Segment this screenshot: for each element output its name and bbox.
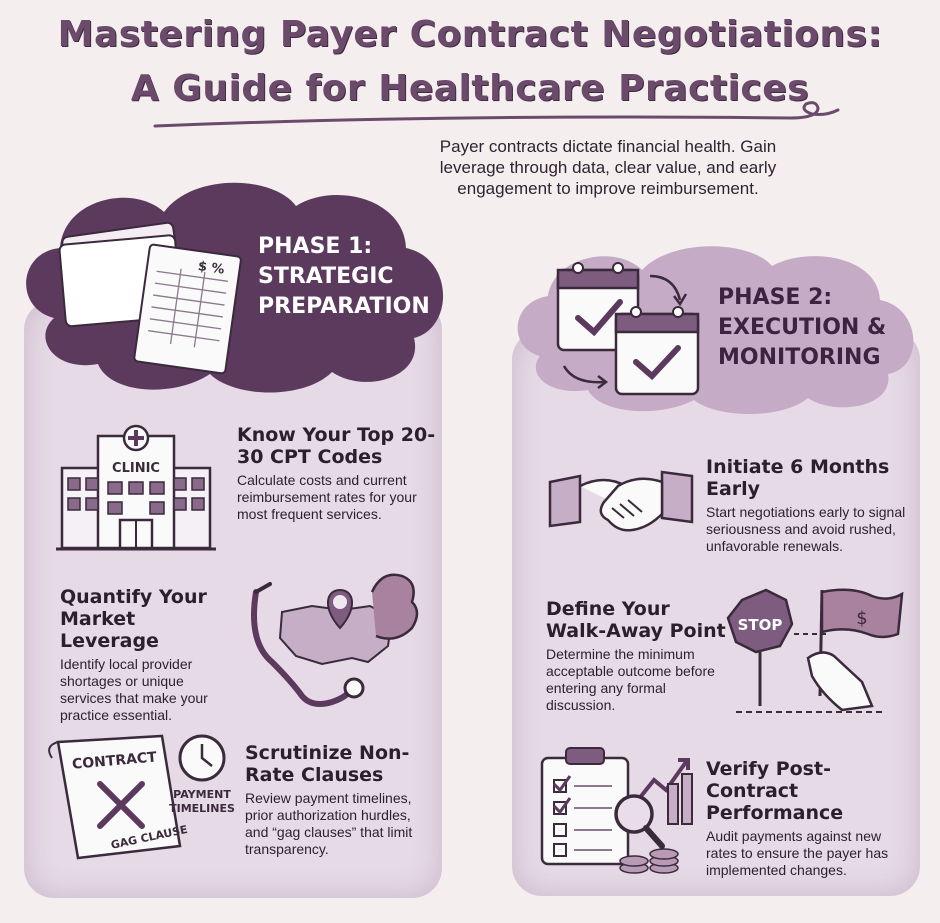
phase-2-label: PHASE 2: EXECUTION & MONITORING <box>718 283 918 373</box>
section-heading: Define Your Walk-Away Point <box>546 598 726 642</box>
phase-1-label: PHASE 1: STRATEGIC PREPARATION <box>258 232 430 322</box>
phase-2-label-line-3: MONITORING <box>718 345 881 370</box>
calendar-checks-icon <box>556 262 700 396</box>
flag-dollar-symbol: $ <box>856 608 867 629</box>
clinic-sign: CLINIC <box>112 461 160 476</box>
section-text: Identify local provider shortages or uni… <box>60 656 208 723</box>
section-heading: Know Your Top 20-30 CPT Codes <box>237 424 436 468</box>
phase-2-label-line-1: PHASE 2: <box>718 285 833 310</box>
phase-2-label-line-2: EXECUTION & <box>718 315 887 340</box>
section-heading: Scrutinize Non-Rate Clauses <box>245 742 410 786</box>
section-walk-away-point: Define Your Walk-Away Point Determine th… <box>546 598 726 714</box>
folders-and-spreadsheet-icon: $ % <box>58 221 242 375</box>
timelines-label: TIMELINES <box>169 802 235 815</box>
section-text: Audit payments against new rates to ensu… <box>706 828 889 878</box>
stop-sign-flag-icon: STOP $ <box>726 588 904 713</box>
section-text: Start negotiations early to signal serio… <box>706 504 906 554</box>
section-text: Review payment timelines, prior authoriz… <box>245 790 413 857</box>
checklist-magnifier-icon <box>540 747 693 874</box>
section-initiate-early: Initiate 6 Months Early Start negotiatio… <box>706 456 906 555</box>
clinic-building-icon: CLINIC <box>56 424 216 551</box>
section-know-cpt-codes: Know Your Top 20-30 CPT Codes Calculate … <box>237 424 437 523</box>
phase-1-label-line-3: PREPARATION <box>258 294 430 319</box>
contract-label: CONTRACT <box>71 749 157 772</box>
payment-label: PAYMENT <box>173 788 231 801</box>
stethoscope-map-icon <box>251 573 419 707</box>
section-heading: Initiate 6 Months Early <box>706 456 890 500</box>
spreadsheet-symbols: $ % <box>197 259 225 278</box>
handshake-icon <box>548 470 694 532</box>
section-market-leverage: Quantify Your Market Leverage Identify l… <box>60 586 238 724</box>
page-title-line-2: A Guide for Healthcare Practices <box>130 68 810 109</box>
section-heading: Verify Post-Contract Performance <box>706 758 844 824</box>
section-verify-performance: Verify Post-Contract Performance Audit p… <box>706 758 908 879</box>
phase-1-label-line-2: STRATEGIC <box>258 264 394 289</box>
stop-sign-label: STOP <box>738 616 783 634</box>
title-underline <box>153 101 840 128</box>
intro-text: Payer contracts dictate financial health… <box>439 137 777 198</box>
contract-clock-icon: CONTRACT GAG CLAUSE PAYMENT TIMELINES <box>48 734 235 860</box>
section-text: Determine the minimum acceptable outcome… <box>546 646 715 713</box>
section-heading: Quantify Your Market Leverage <box>60 586 207 652</box>
phase-1-label-line-1: PHASE 1: <box>258 234 373 259</box>
section-non-rate-clauses: Scrutinize Non-Rate Clauses Review payme… <box>245 742 435 858</box>
section-text: Calculate costs and current reimbursemen… <box>237 472 417 522</box>
page-title-line-1: Mastering Payer Contract Negotiations: <box>57 14 883 55</box>
